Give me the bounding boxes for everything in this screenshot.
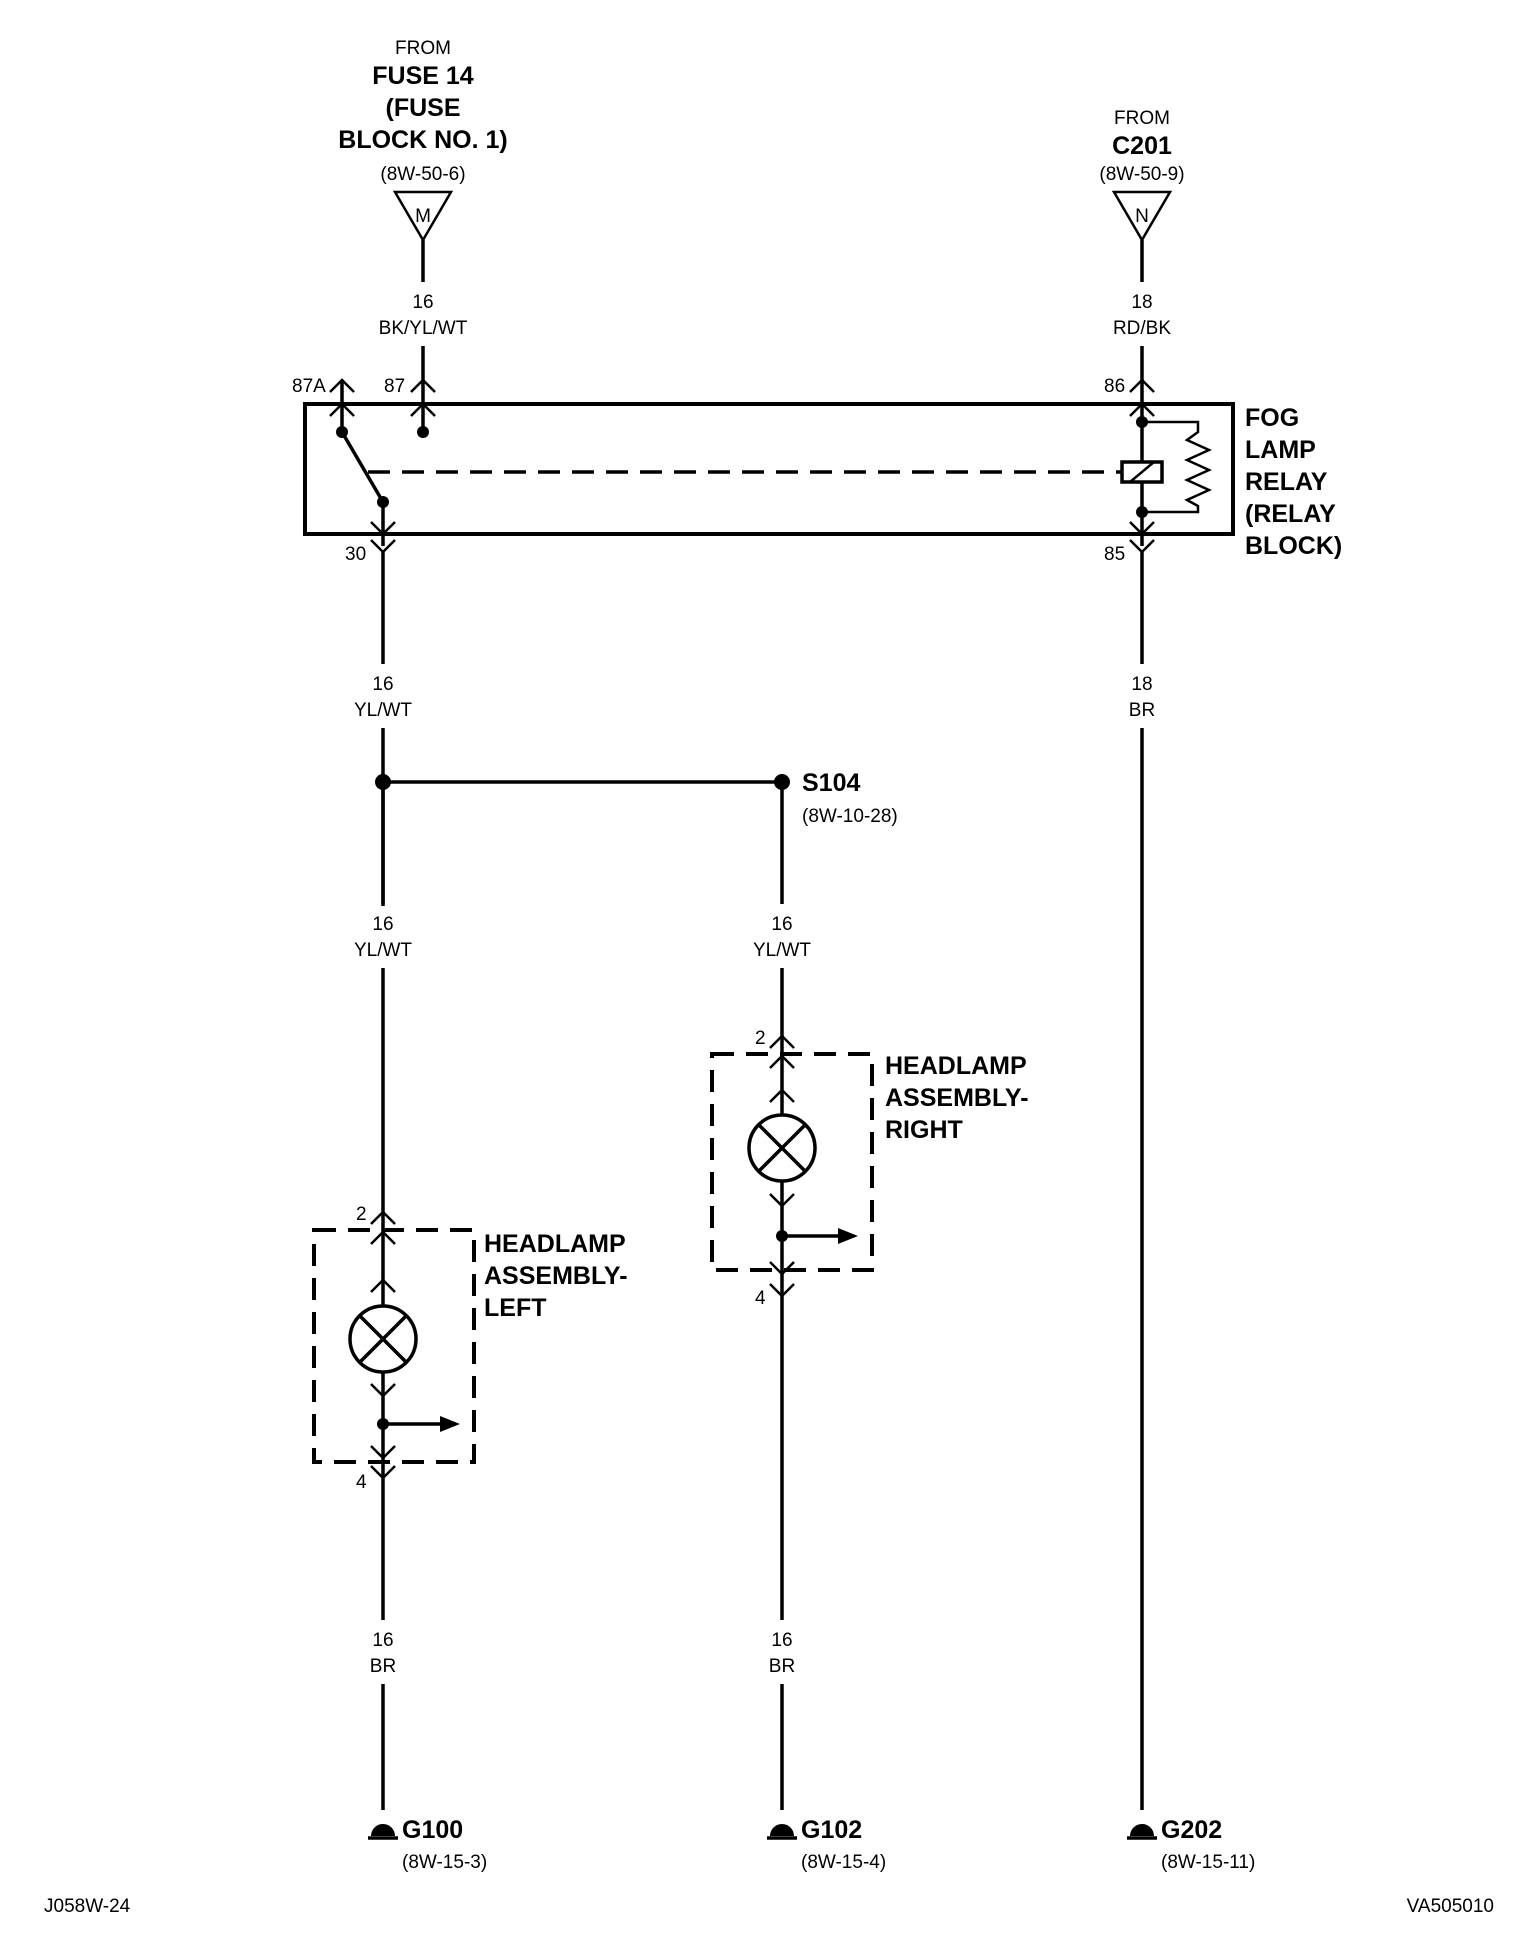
c201-from-label: FROM [1114, 108, 1170, 129]
headlamp-assembly-right: 2 4 HEADLAMP ASSEMBLY- RIGHT [710, 1028, 1029, 1309]
wire-fuse-in-gauge: 16 [412, 292, 433, 313]
ground-g102-ref: (8W-15-4) [801, 1852, 886, 1873]
ground-g102-name: G102 [801, 1816, 862, 1844]
pin-30-arrow [370, 521, 396, 536]
relay-block-outline [303, 402, 1235, 536]
wire-left-gnd-gauge: 16 [372, 1630, 393, 1651]
relay-coil-slash [1129, 461, 1155, 483]
pin-87a-label: 87A [292, 376, 326, 397]
ground-g202-ref: (8W-15-11) [1161, 1852, 1255, 1873]
right-lamp-bottom-arrow [769, 1193, 795, 1208]
wire-right-feed-gauge: 16 [771, 914, 792, 935]
wire-left-gnd-color: BR [370, 1656, 396, 1677]
fuse-source: FROM FUSE 14 (FUSE BLOCK NO. 1) (8W-50-6… [338, 38, 508, 243]
ground-g100: G100 (8W-15-3) [368, 1816, 487, 1873]
wire-right-gnd-gauge: 16 [771, 1630, 792, 1651]
wire-85-out-gauge: 18 [1131, 674, 1152, 695]
splice-name: S104 [802, 769, 860, 797]
relay-label-line2: LAMP [1245, 436, 1316, 464]
right-assembly-outline [710, 1052, 874, 1272]
ground-g100-name: G100 [402, 1816, 463, 1844]
left-label-line1: HEADLAMP [484, 1230, 626, 1258]
ground-g100-ref: (8W-15-3) [402, 1852, 487, 1873]
left-lamp-top-arrow [370, 1278, 396, 1293]
pin-87a-arrow [329, 402, 355, 417]
left-bottom-arrow [370, 1445, 396, 1460]
splice-s104: S104 (8W-10-28) [375, 769, 898, 827]
wire-85-out-color: BR [1129, 700, 1155, 721]
footer-right-code: VA505010 [1407, 1896, 1494, 1917]
right-top-arrow [769, 1054, 795, 1069]
pin-86-connector [1129, 378, 1155, 393]
pin-86-label: 86 [1104, 376, 1125, 397]
wire-right-feed-color: YL/WT [753, 940, 811, 961]
relay-label-line5: BLOCK) [1245, 532, 1342, 560]
headlamp-assembly-left: 2 4 HEADLAMP ASSEMBLY- LEFT [312, 1204, 628, 1493]
left-pin4-label: 4 [356, 1472, 367, 1493]
relay-label-line1: FOG [1245, 404, 1299, 432]
fuse-name-line1: FUSE 14 [372, 62, 474, 90]
c201-source: FROM C201 (8W-50-9) N [1099, 108, 1185, 243]
connector-n-tag: N [1135, 206, 1149, 227]
connector-m-symbol [392, 190, 454, 243]
pin-87-contact [417, 426, 429, 438]
left-pin2-label: 2 [356, 1204, 367, 1225]
left-label-line2: ASSEMBLY- [484, 1262, 628, 1290]
right-pin4-label: 4 [755, 1288, 766, 1309]
relay-label-line4: (RELAY [1245, 500, 1336, 528]
fuse-name-line2: (FUSE [386, 94, 461, 122]
left-assembly-outline [312, 1228, 476, 1464]
wire-right-gnd-color: BR [769, 1656, 795, 1677]
fuse-name-line3: BLOCK NO. 1) [338, 126, 507, 154]
right-bulb-cross-b [757, 1123, 807, 1173]
right-label-line2: ASSEMBLY- [885, 1084, 1029, 1112]
wire-fuse-in-color: BK/YL/WT [379, 318, 468, 339]
right-lamp-top-arrow [769, 1088, 795, 1103]
ground-g202-name: G202 [1161, 1816, 1222, 1844]
fuse-ref: (8W-50-6) [380, 164, 465, 185]
left-label-line3: LEFT [484, 1294, 547, 1322]
relay-label-line3: RELAY [1245, 468, 1328, 496]
right-pin2-label: 2 [755, 1028, 766, 1049]
left-bulb-cross-b [358, 1314, 408, 1364]
splice-ref: (8W-10-28) [802, 806, 898, 827]
right-bottom-arrow [769, 1261, 795, 1276]
left-ground-arrow-head [440, 1416, 460, 1432]
left-top-arrow [370, 1230, 396, 1245]
footer-left-code: J058W-24 [44, 1896, 131, 1917]
pin-87a-connector [329, 378, 355, 393]
ground-g202-icon [1130, 1824, 1154, 1836]
wire-c201-in-gauge: 18 [1131, 292, 1152, 313]
ground-g202: G202 (8W-15-11) [1127, 1816, 1255, 1873]
pin-87-arrow [410, 402, 436, 417]
wire-30-out-color: YL/WT [354, 700, 412, 721]
coil-suppression-resistor [1142, 420, 1213, 514]
pin-87-label: 87 [384, 376, 405, 397]
wire-left-feed-gauge: 16 [372, 914, 393, 935]
fuse-from-label: FROM [395, 38, 451, 59]
connector-n-symbol [1111, 190, 1173, 243]
pin-85-label: 85 [1104, 544, 1125, 565]
wire-30-out-gauge: 16 [372, 674, 393, 695]
connector-m-tag: M [415, 206, 431, 227]
relay-switch-arm [340, 431, 385, 503]
pin-87-connector [410, 378, 436, 393]
c201-name: C201 [1112, 132, 1172, 160]
ground-g102-icon [770, 1824, 794, 1836]
left-lamp-bottom-arrow [370, 1383, 396, 1398]
ground-g102: G102 (8W-15-4) [767, 1816, 886, 1873]
ground-g100-icon [371, 1824, 395, 1836]
c201-ref: (8W-50-9) [1099, 164, 1184, 185]
right-label-line1: HEADLAMP [885, 1052, 1027, 1080]
right-ground-arrow-head [838, 1228, 858, 1244]
pin-85-arrow [1129, 521, 1155, 536]
wire-left-feed-color: YL/WT [354, 940, 412, 961]
pin-30-label: 30 [345, 544, 366, 565]
wire-c201-in-color: RD/BK [1113, 318, 1171, 339]
right-label-line3: RIGHT [885, 1116, 963, 1144]
fog-lamp-relay: 87A 87 30 86 85 FOG LAMP RELAY (R [292, 376, 1342, 565]
